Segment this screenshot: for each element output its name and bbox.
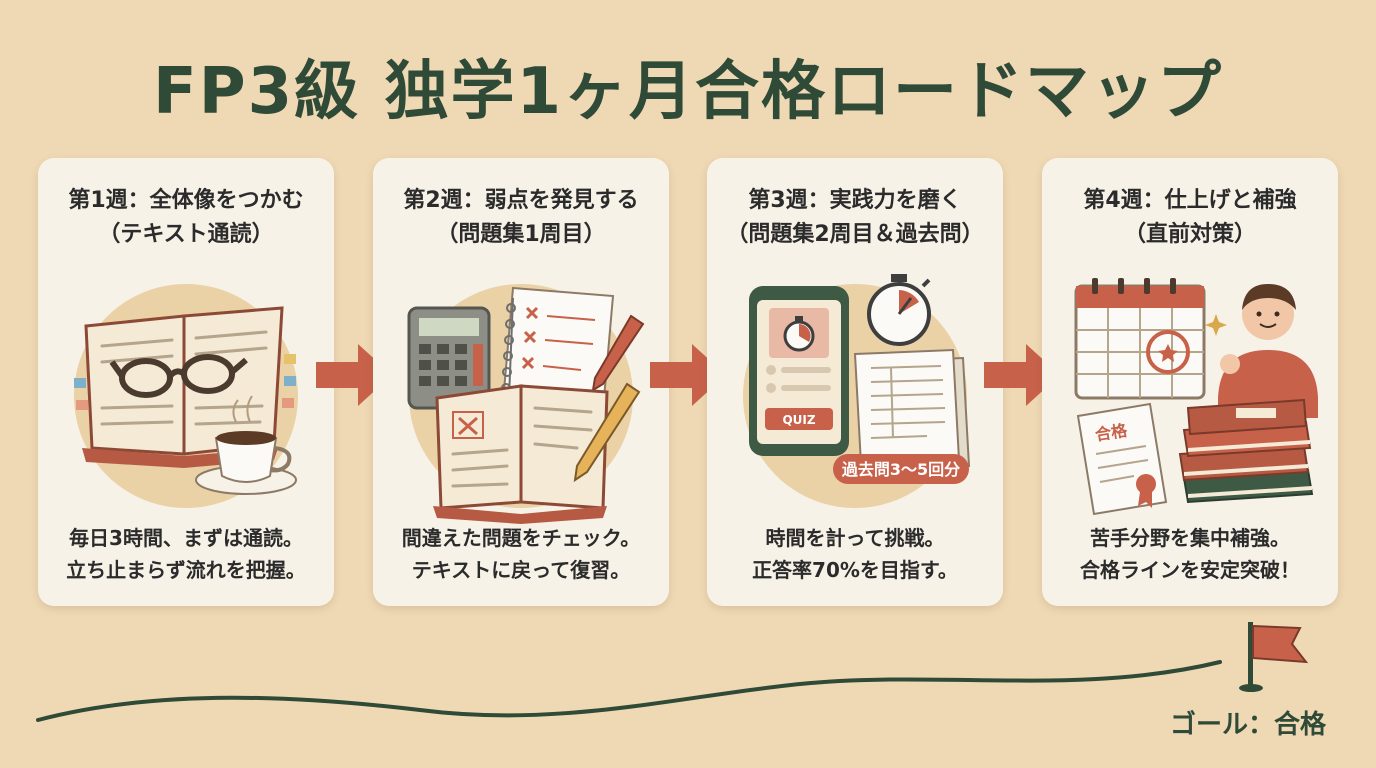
week-1-card: 第1週：全体像をつかむ （テキスト通読） [38,158,334,606]
week-2-card: 第2週：弱点を発見する （問題集1周目） [373,158,669,606]
week-2-title-line1: 第2週：弱点を発見する [403,188,639,213]
week-2-text-line1: 間違えた問題をチェック。 [401,526,641,550]
stopwatch-icon [867,274,931,346]
goal-label: ゴール：合格 [1170,710,1327,740]
workbook-icon [433,384,609,524]
smartphone-icon: QUIZ [749,286,849,456]
week-1-text-line1: 毎日3時間、まずは通読。 [69,526,303,550]
coffee-cup-icon [195,395,297,495]
week-2-title: 第2週：弱点を発見する （問題集1周目） [373,184,669,252]
week-3-text-line2: 正答率70%を目指す。 [752,558,958,582]
week-3-title-line2: （問題集2周目＆過去問） [726,222,984,247]
week-3-text-line1: 時間を計って挑戦。 [765,526,945,550]
glasses-icon [109,354,248,398]
calendar-icon [1074,278,1206,400]
week-1-title-line1: 第1週：全体像をつかむ [68,188,304,213]
notepad-icon [501,286,615,412]
certificate-icon: 合格 [1076,402,1168,516]
week-4-illustration: 合格 [1074,278,1318,516]
week-3-description: 時間を計って挑戦。 正答率70%を目指す。 [707,522,1003,586]
week-4-title-line1: 第4週：仕上げと補強 [1083,188,1297,213]
pencil-icon [573,382,641,483]
week-1-description: 毎日3時間、まずは通読。 立ち止まらず流れを把握。 [38,522,334,586]
page-title: FP3級 独学1ヶ月合格ロードマップ [153,55,1223,129]
calculator-icon [407,306,491,410]
week-1-title-line2: （テキスト通読） [98,222,274,247]
week-2-title-line2: （問題集1周目） [436,222,606,247]
week-4-title: 第4週：仕上げと補強 （直前対策） [1042,184,1338,252]
week-3-title-line1: 第3週：実践力を磨く [748,188,962,213]
week-2-description: 間違えた問題をチェック。 テキストに戻って復習。 [373,522,669,586]
week-4-text-line2: 合格ラインを安定突破！ [1080,558,1300,582]
week-1-text-line2: 立ち止まらず流れを把握。 [66,558,306,582]
week-3-card: 第3週：実践力を磨く （問題集2周目＆過去問） QUIZ [707,158,1003,606]
week-4-text-line1: 苦手分野を集中補強。 [1090,526,1290,550]
arrow-right-icon [984,344,1060,406]
roadmap-path [36,622,1309,722]
week-3-title: 第3週：実践力を磨く （問題集2周目＆過去問） [707,184,1003,252]
week-1-illustration [74,284,298,508]
exam-papers-icon [853,348,971,472]
book-stack-icon [1178,398,1314,504]
past-exam-badge: 過去問3〜5回分 [833,454,969,484]
week-1-title: 第1週：全体像をつかむ （テキスト通読） [38,184,334,252]
quiz-label: QUIZ [782,413,815,427]
week-3-illustration: QUIZ 過去問3〜5回分 [743,274,971,508]
week-2-illustration [407,284,645,524]
goal-flag-icon [1239,622,1309,692]
person-icon [1218,284,1318,418]
week-4-card: 第4週：仕上げと補強 （直前対策） [1042,158,1338,606]
week-2-text-line2: テキストに戻って復習。 [411,558,631,582]
sparkle-icon [1205,314,1227,336]
week-4-description: 苦手分野を集中補強。 合格ラインを安定突破！ [1042,522,1338,586]
past-exam-badge-label: 過去問3〜5回分 [841,460,960,479]
pencil-icon [591,314,645,392]
week-4-title-line2: （直前対策） [1123,222,1256,247]
certificate-label: 合格 [1094,421,1130,445]
